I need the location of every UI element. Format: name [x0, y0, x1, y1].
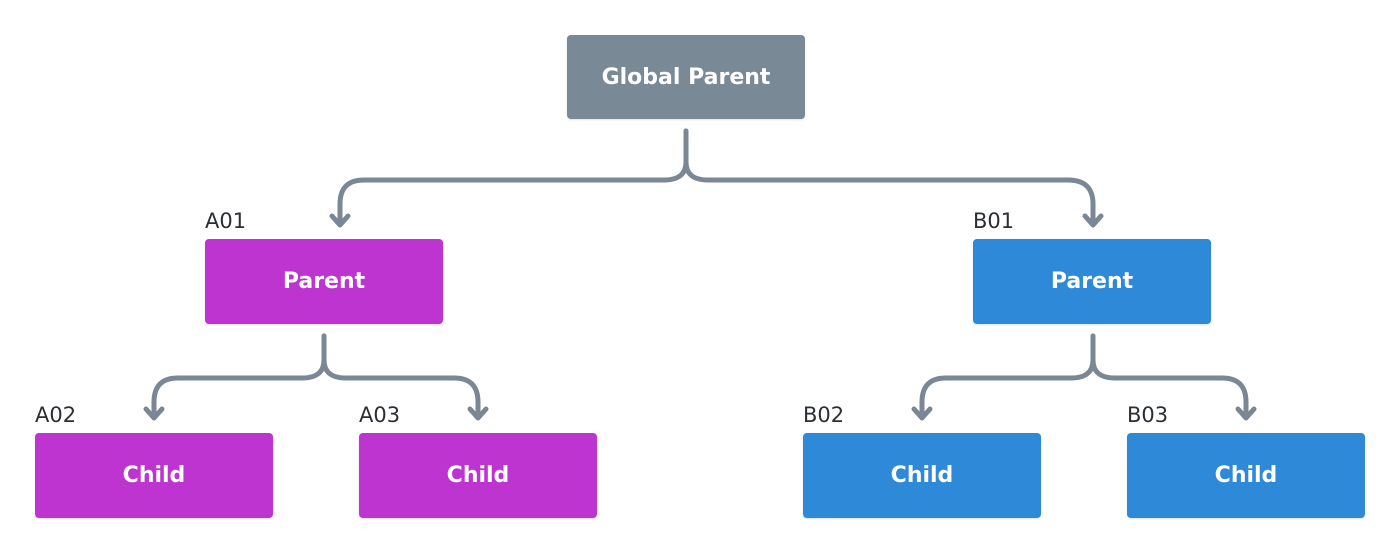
- parent-node-b01: Parent: [973, 239, 1211, 324]
- connector-b01-to-b02: [919, 333, 1096, 420]
- arrow-a03: [467, 406, 489, 421]
- parent-label-b01: Parent: [1050, 269, 1134, 294]
- child-label-b03: Child: [1214, 463, 1278, 488]
- node-id-b03: B03: [1127, 403, 1169, 427]
- child-label-a03: Child: [446, 463, 510, 488]
- connector-global-to-b01: [683, 128, 1096, 227]
- node-id-a03: A03: [359, 403, 401, 427]
- parent-node-a01: Parent: [205, 239, 443, 324]
- connector-a01-to-a03: [321, 333, 481, 420]
- connector-a01-to-a02: [151, 333, 327, 420]
- child-label-a02: Child: [122, 463, 186, 488]
- arrow-b01: [1082, 213, 1104, 228]
- node-id-a01: A01: [205, 209, 247, 233]
- node-id-b02: B02: [803, 403, 845, 427]
- node-id-b01: B01: [973, 209, 1015, 233]
- parent-label-a01: Parent: [282, 269, 366, 294]
- connector-global-to-a01: [337, 128, 689, 227]
- node-id-a02: A02: [35, 403, 77, 427]
- child-label-b02: Child: [890, 463, 954, 488]
- child-node-a02: Child: [35, 433, 273, 518]
- arrow-b03: [1235, 406, 1257, 421]
- arrow-a02: [143, 406, 165, 421]
- child-node-b02: Child: [803, 433, 1041, 518]
- global-parent-label: Global Parent: [601, 64, 771, 90]
- connector-b01-to-b03: [1090, 333, 1249, 420]
- child-node-b03: Child: [1127, 433, 1365, 518]
- global-parent-node: Global Parent: [567, 35, 805, 119]
- arrow-a01: [329, 213, 351, 228]
- arrow-b02: [911, 406, 933, 421]
- child-node-a03: Child: [359, 433, 597, 518]
